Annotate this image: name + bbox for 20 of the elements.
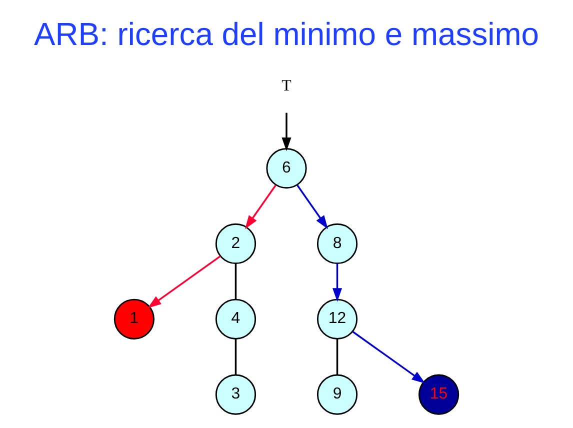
node-circle: 12 xyxy=(316,298,358,340)
node-circle: 6 xyxy=(266,148,307,189)
node-circle: 15 xyxy=(418,374,460,415)
connector xyxy=(336,338,338,375)
node-circle: 2 xyxy=(215,223,256,264)
arrow xyxy=(332,264,342,302)
node-text: T xyxy=(282,77,292,94)
arrow xyxy=(296,184,328,230)
diagram-title: ARB: ricerca del minimo e massimo xyxy=(34,16,540,52)
node-circle: 8 xyxy=(316,223,358,264)
arrow xyxy=(352,330,426,384)
connector xyxy=(234,338,237,375)
connector xyxy=(234,264,237,300)
node-circle: 9 xyxy=(316,374,358,415)
arrow xyxy=(148,255,221,308)
node-circle: 1 xyxy=(114,298,155,340)
arrow xyxy=(244,184,276,230)
node-circle: 4 xyxy=(215,298,256,340)
arrow xyxy=(282,112,292,152)
node-circle: 3 xyxy=(215,374,256,415)
